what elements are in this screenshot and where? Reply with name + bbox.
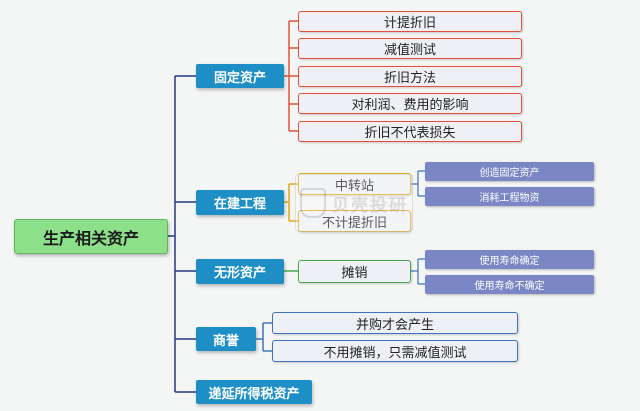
leaf-label: 计提折旧 [383,16,436,31]
category-goodwill: 商誉 [196,327,256,351]
leaf-arises-from-merger: 并购才会产生 [272,312,518,334]
root-node: 生产相关资产 [14,219,168,254]
sub-label: 消耗工程物资 [479,193,540,204]
category-label: 无形资产 [213,266,266,281]
leaf-label: 并购才会产生 [355,317,434,333]
category-intangible: 无形资产 [196,259,284,284]
leaf-no-depreciation: 不计提折旧 [298,210,411,232]
leaf-profit-expense-impact: 对利润、费用的影响 [298,93,522,114]
link-root-trunk [168,75,196,393]
category-construction: 在建工程 [196,190,284,215]
link-construction [284,183,298,222]
link-fixed-assets [284,20,298,132]
category-label: 在建工程 [213,197,266,212]
leaf-label: 折旧方法 [383,71,436,86]
sub-label: 使用寿命确定 [479,256,540,267]
sub-label: 使用寿命不确定 [474,281,545,292]
category-label: 递延所得税资产 [208,386,300,402]
leaf-label: 不用摊销，只需减值测试 [323,345,467,361]
sub-create-fixed-assets: 创造固定资产 [425,162,594,181]
category-fixed-assets: 固定资产 [196,64,284,88]
link-goodwill [256,322,272,352]
link-amortization [411,258,425,285]
leaf-label: 中转站 [334,178,374,194]
category-label: 商誉 [212,333,239,349]
leaf-label: 不计提折旧 [321,215,387,231]
leaf-depreciation-not-loss: 折旧不代表损失 [298,121,522,142]
sub-indefinite-life: 使用寿命不确定 [425,275,594,294]
leaf-impairment-test: 减值测试 [298,38,522,59]
sub-definite-life: 使用寿命确定 [425,250,594,269]
category-label: 固定资产 [213,70,266,86]
leaf-label: 折旧不代表损失 [364,126,456,141]
sub-consume-project-materials: 消耗工程物资 [425,187,594,206]
leaf-label: 对利润、费用的影响 [351,98,469,113]
leaf-no-amortization-impairment-only: 不用摊销，只需减值测试 [272,340,518,362]
leaf-transfer-station: 中转站 [298,173,411,195]
sub-label: 创造固定资产 [479,168,540,179]
leaf-label: 减值测试 [383,43,436,58]
leaf-label: 摊销 [341,266,368,281]
link-transfer-station [411,170,425,197]
root-label: 生产相关资产 [42,228,139,248]
category-deferred-tax-assets: 递延所得税资产 [196,380,312,404]
leaf-amortization: 摊销 [298,260,411,283]
leaf-depreciation-method: 折旧方法 [298,66,522,87]
leaf-depreciation-provision: 计提折旧 [298,11,522,32]
